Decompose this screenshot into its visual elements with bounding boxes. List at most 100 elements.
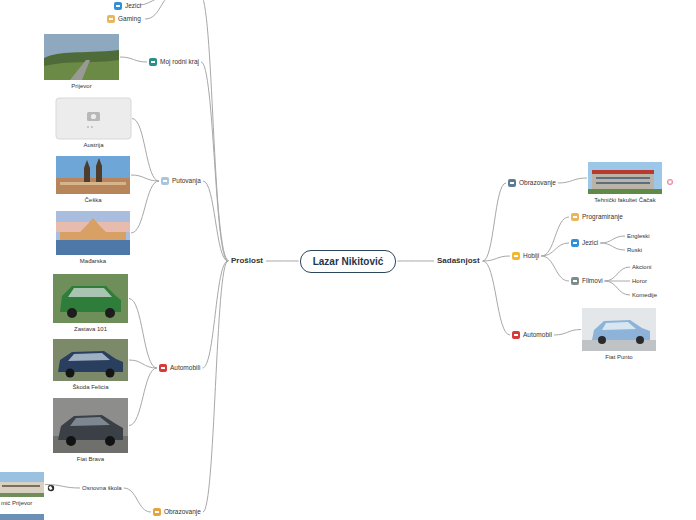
- photo-fiat-punto: [582, 340, 656, 351]
- photo-faculty: [596, 182, 650, 184]
- photo-skoda: [68, 353, 110, 361]
- branch-connector: [558, 178, 587, 183]
- photo-budapest: [56, 211, 130, 255]
- image-topic: Austrija: [56, 98, 131, 149]
- image-topic: Zastava 101: [53, 274, 128, 333]
- node-text: Jezici: [125, 2, 141, 9]
- photo-faculty: [592, 170, 654, 190]
- topic-label: Programiranje: [570, 212, 624, 222]
- photo-faculty: [588, 162, 662, 194]
- photo-fiat-brava: [105, 436, 115, 446]
- photo-skoda: [106, 369, 115, 378]
- photo-school: [0, 493, 44, 497]
- topic-icon: [512, 331, 520, 339]
- topic-icon: [573, 280, 577, 282]
- photo-cut: [0, 514, 44, 520]
- photo-prijevor: [44, 60, 119, 80]
- photo-fiat-punto: [582, 308, 656, 351]
- topic-label: Obrazovanje: [507, 178, 557, 188]
- topic-icon: [116, 5, 120, 7]
- photo-faculty: [588, 189, 662, 194]
- topic-label: Jezici: [570, 238, 599, 248]
- offscreen-branch: [200, 0, 229, 261]
- topic-icon: [512, 331, 520, 339]
- topic-icon: [508, 179, 516, 187]
- topic-icon: [512, 252, 520, 260]
- main-branch: Sadašnjost: [435, 256, 482, 267]
- branch-connector: [483, 183, 506, 261]
- photo-fiat-punto: [598, 336, 606, 344]
- main-branch: Prošlost: [229, 256, 265, 267]
- photo-prague: [96, 158, 102, 182]
- branch-connector: [201, 62, 228, 261]
- photo-faculty: [592, 170, 654, 174]
- offscreen-branch: [140, 0, 229, 261]
- photo-fiat-punto: [636, 336, 644, 344]
- topic-label: Osnovna škola: [81, 484, 123, 493]
- photo-faculty: [596, 177, 650, 179]
- photo-budapest: [60, 218, 126, 240]
- photo-zastava: [105, 308, 115, 318]
- topic-label: Gaming: [106, 14, 142, 24]
- topic-icon: [161, 177, 169, 185]
- topic-icon: [573, 216, 577, 218]
- branch-connector: [541, 243, 569, 256]
- photo-prague: [84, 160, 90, 182]
- photo-skoda: [66, 369, 75, 378]
- photo-fiat-brava: [70, 417, 110, 426]
- branch-connector: [397, 260, 434, 261]
- photo-school: [2, 485, 40, 487]
- topic-label: Automobil: [511, 330, 553, 340]
- attachment-icon: [667, 179, 673, 185]
- branch-connector: [129, 299, 157, 369]
- topic-icon: [510, 182, 514, 184]
- topic-label: Putovanja: [160, 176, 202, 186]
- topic-label: Moj rodni kraj: [148, 57, 200, 67]
- offscreen-branch: [145, 0, 180, 19]
- image-caption: Mađarska: [56, 258, 130, 265]
- globe-icon: [49, 486, 53, 490]
- branch-connector: [541, 256, 569, 281]
- photo-prague: [56, 178, 130, 194]
- topic-icon: [571, 213, 579, 221]
- node-text: Automobili: [170, 364, 200, 371]
- branch-connector: [600, 236, 625, 243]
- branch-connector: [120, 57, 147, 62]
- photo-budapest: [56, 211, 130, 255]
- branch-connector: [131, 175, 159, 181]
- branch-connector: [483, 256, 510, 261]
- photo-school: [0, 472, 44, 497]
- photo-cut: [0, 514, 44, 520]
- attachment-icon: [669, 181, 672, 184]
- node-text: Lazar Nikitović: [313, 256, 384, 267]
- topic-icon: [151, 61, 155, 63]
- photo-school: [0, 482, 44, 493]
- image-topic: Škoda Felicia: [53, 339, 128, 391]
- branch-connector: [483, 261, 510, 335]
- photo-prague: [60, 182, 126, 185]
- topic-icon: [571, 239, 579, 247]
- node-text: Putovanja: [172, 177, 201, 184]
- node-text: Obrazovanje: [164, 508, 201, 515]
- branch-connector: [132, 119, 159, 182]
- image-topic: Fiat Brava: [53, 398, 128, 463]
- image-caption: Zastava 101: [53, 326, 128, 333]
- node-text: Obrazovanje: [519, 179, 556, 186]
- topic-icon: [163, 180, 167, 182]
- image-caption: Škoda Felicia: [53, 384, 128, 391]
- photo-skoda: [53, 339, 128, 381]
- globe-icon: [48, 485, 54, 491]
- photo-faculty: [588, 162, 662, 194]
- photo-skoda: [53, 339, 128, 381]
- topic-icon: [114, 2, 122, 10]
- photo-zastava: [53, 274, 128, 323]
- topic-icon: [514, 334, 518, 336]
- node-text: Komedije: [632, 292, 657, 298]
- topic-icon: [109, 18, 113, 20]
- branch-connector: [129, 368, 157, 426]
- node-text: Hobiji: [523, 252, 539, 259]
- branch-connector: [202, 261, 228, 368]
- subtopic-label: Engleski: [626, 232, 651, 241]
- node-text: Osnovna škola: [82, 485, 122, 491]
